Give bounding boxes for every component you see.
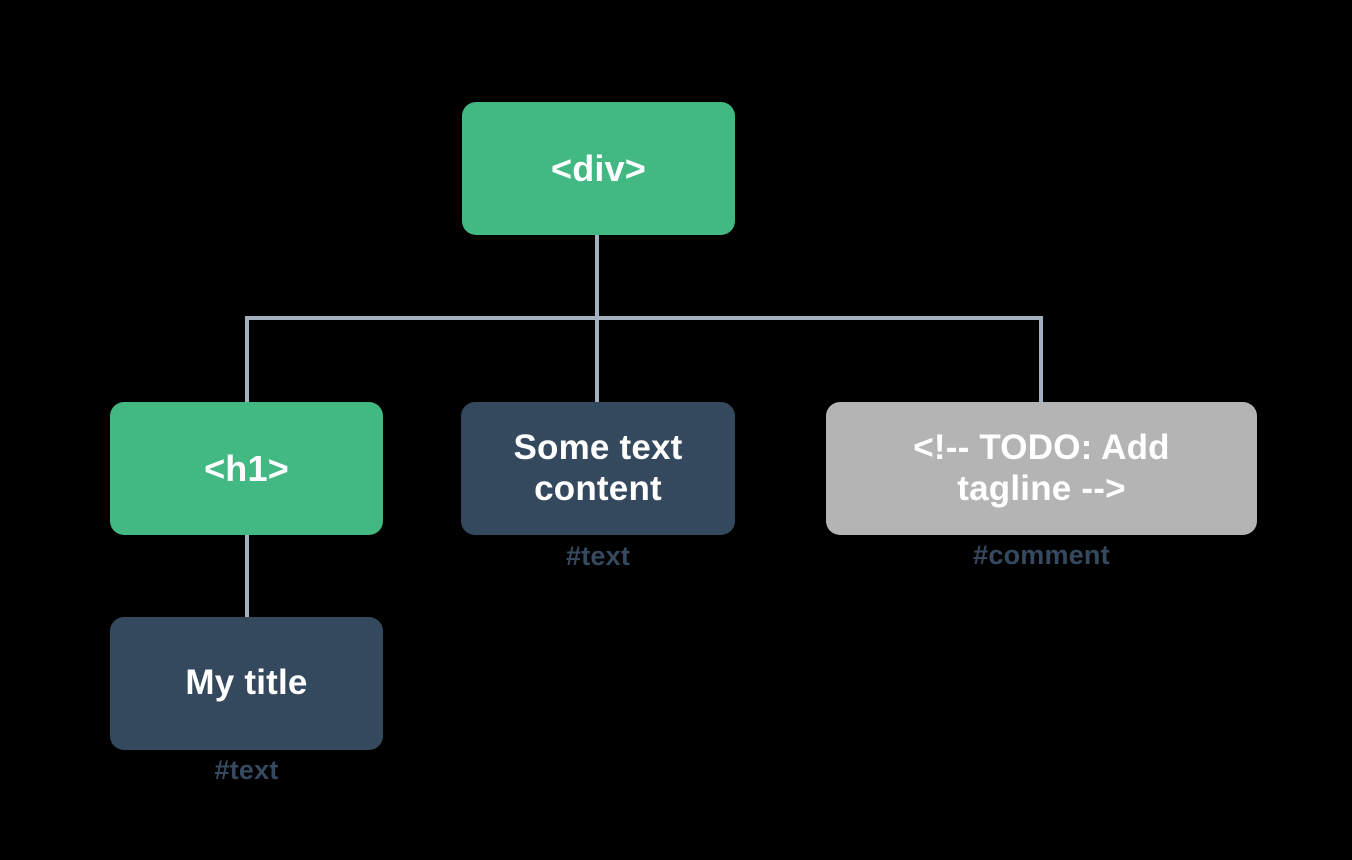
node-some-text-label: Some text content	[513, 428, 683, 508]
connector-horizontal-bus	[245, 316, 1043, 320]
connector-to-h1	[245, 316, 249, 406]
caption-comment: #comment	[973, 540, 1110, 570]
node-some-text[interactable]: Some text content	[461, 402, 735, 535]
node-div[interactable]: <div>	[462, 102, 735, 235]
connector-to-comment-node	[1039, 316, 1043, 406]
connector-to-text-node	[595, 316, 599, 406]
connector-h1-to-title	[245, 533, 249, 623]
caption-my-title: #text	[214, 755, 279, 785]
node-comment[interactable]: <!-- TODO: Add tagline -->	[826, 402, 1257, 535]
connector-root-stem	[595, 233, 599, 320]
node-comment-label: <!-- TODO: Add tagline -->	[913, 428, 1170, 508]
node-my-title[interactable]: My title	[110, 617, 383, 750]
caption-some-text: #text	[565, 541, 631, 571]
node-h1[interactable]: <h1>	[110, 402, 383, 535]
node-h1-label: <h1>	[204, 447, 289, 489]
node-my-title-label: My title	[185, 663, 308, 703]
node-div-label: <div>	[550, 147, 647, 189]
